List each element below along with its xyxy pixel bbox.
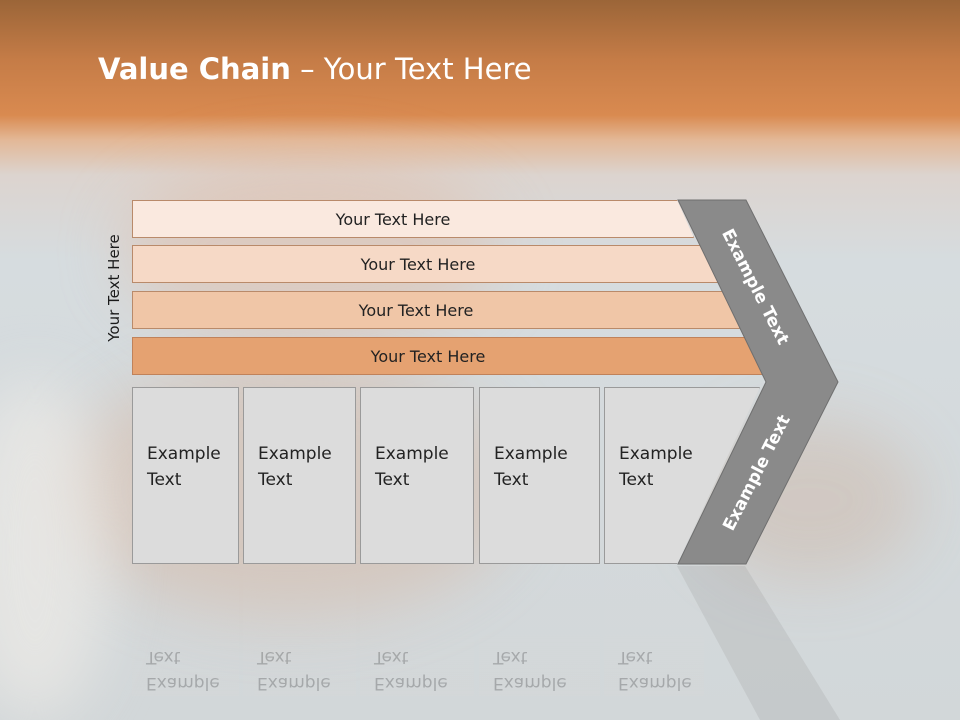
primary-activity-box-5: Example Text (604, 387, 760, 564)
reflection-text: Example Text (146, 647, 220, 693)
slide-title: Value Chain – Your Text Here (98, 52, 532, 86)
bar-label: Your Text Here (358, 300, 474, 320)
box-reflection: Example Text (479, 566, 600, 696)
primary-activity-box-2: Example Text (243, 387, 356, 564)
primary-activity-box-3: Example Text (360, 387, 474, 564)
reflection-text: Example Text (618, 647, 692, 693)
title-rest: – Your Text Here (290, 52, 532, 86)
box-label: Example Text (619, 444, 693, 490)
side-label: Your Text Here (105, 234, 123, 342)
support-bar-1: Your Text Here (132, 200, 694, 238)
bar-label: Your Text Here (335, 209, 451, 229)
box-label: Example Text (375, 444, 449, 490)
box-reflection: Example Text (243, 566, 356, 696)
reflection-text: Example Text (493, 647, 567, 693)
bar-label: Your Text Here (360, 254, 476, 274)
chevron-upper-label: Example Text (717, 226, 793, 348)
reflection-text: Example Text (374, 647, 448, 693)
reflection-text: Example Text (257, 647, 331, 693)
title-bold: Value Chain (98, 52, 291, 86)
box-label: Example Text (258, 444, 332, 490)
box-label: Example Text (147, 444, 221, 490)
box-reflection: Example Text (360, 566, 474, 696)
primary-activity-box-4: Example Text (479, 387, 600, 564)
support-bar-3: Your Text Here (132, 291, 740, 329)
chevron-reflection (677, 566, 840, 720)
bar-label: Your Text Here (370, 346, 486, 366)
support-bar-2: Your Text Here (132, 245, 744, 283)
background-blur (0, 380, 110, 720)
support-bar-4: Your Text Here (132, 337, 764, 375)
box-reflection: Example Text (604, 566, 704, 696)
box-label: Example Text (494, 444, 568, 490)
box-reflection: Example Text (132, 566, 239, 696)
primary-activity-box-1: Example Text (132, 387, 239, 564)
